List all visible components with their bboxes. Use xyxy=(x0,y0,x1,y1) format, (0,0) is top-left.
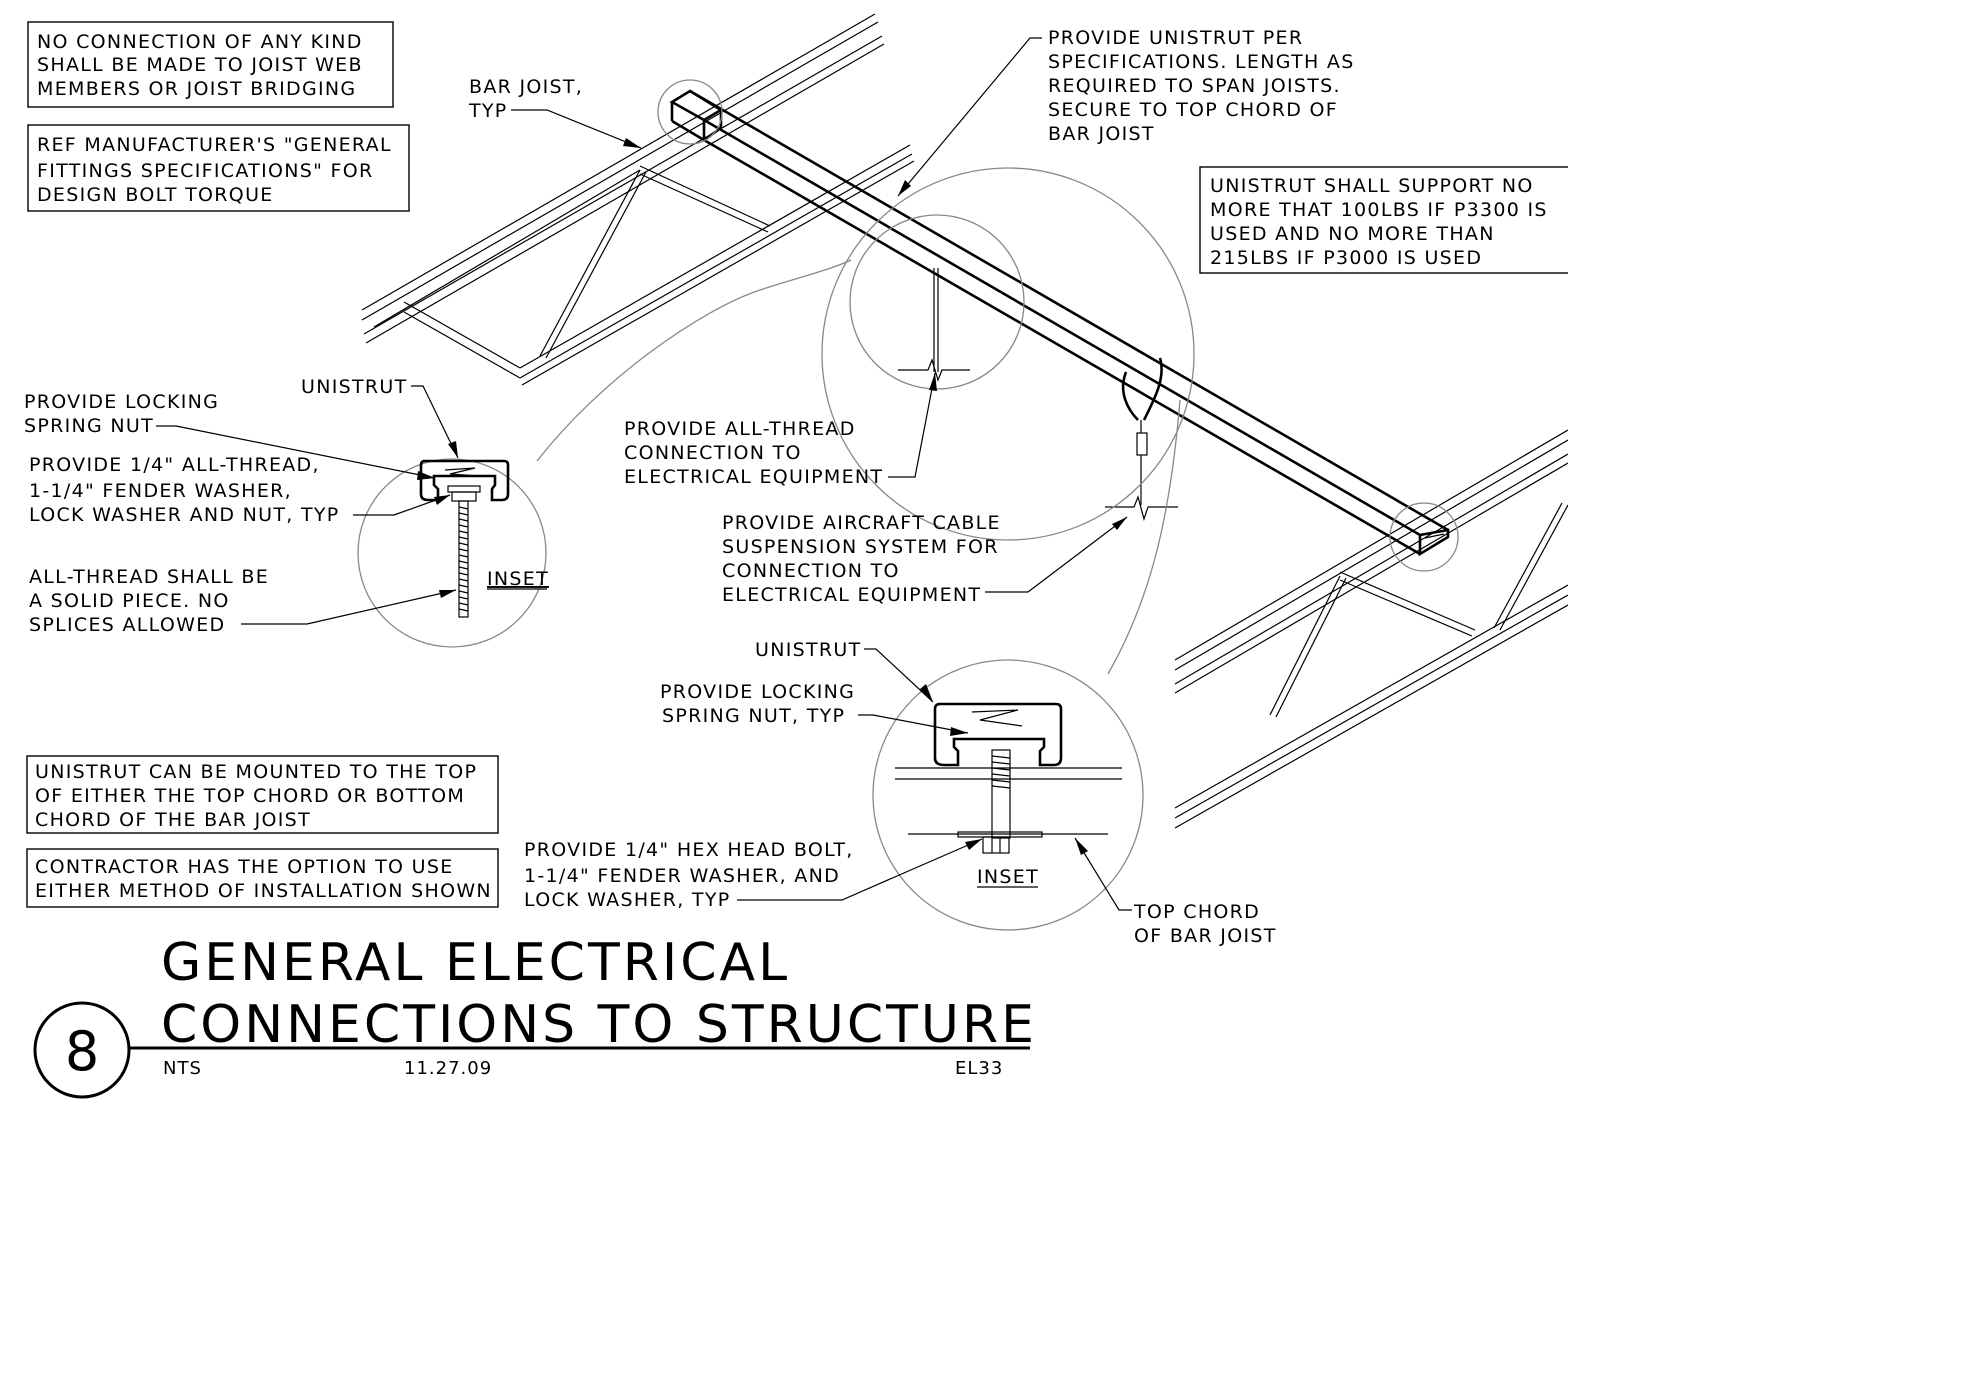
callout-spring-nut-right: PROVIDE LOCKING SPRING NUT, TYP xyxy=(660,681,855,727)
title-block: 8 GENERAL ELECTRICAL CONNECTIONS TO STRU… xyxy=(33,933,1037,1099)
callout-aircraft-cable: PROVIDE AIRCRAFT CABLE SUSPENSION SYSTEM… xyxy=(722,512,1001,606)
sheet-number: EL33 xyxy=(955,1058,1003,1079)
callout-line: PROVIDE AIRCRAFT CABLE xyxy=(722,512,1001,534)
callout-line: PROVIDE 1/4" HEX HEAD BOLT, xyxy=(524,839,854,861)
inset-label-left: INSET xyxy=(487,568,549,590)
leader-lines xyxy=(156,37,1132,911)
title-line-2: CONNECTIONS TO STRUCTURE xyxy=(161,995,1037,1055)
detail-drawing: NO CONNECTION OF ANY KIND SHALL BE MADE … xyxy=(24,13,1568,1099)
callout-line: SPECIFICATIONS. LENGTH AS xyxy=(1048,51,1355,73)
callout-line: SPLICES ALLOWED xyxy=(29,614,225,636)
callout-line: 1-1/4" FENDER WASHER, xyxy=(29,480,292,502)
note-line: REF MANUFACTURER'S "GENERAL xyxy=(37,134,392,156)
callout-line: 1-1/4" FENDER WASHER, AND xyxy=(524,865,840,887)
date-label: 11.27.09 xyxy=(404,1058,492,1079)
note-line: CONTRACTOR HAS THE OPTION TO USE xyxy=(35,856,454,878)
callout-line: SECURE TO TOP CHORD OF xyxy=(1048,99,1338,121)
inset-label-right: INSET xyxy=(977,866,1039,888)
note-unistrut-mounted: UNISTRUT CAN BE MOUNTED TO THE TOP OF EI… xyxy=(26,755,499,834)
callout-spring-nut-left: PROVIDE LOCKING SPRING NUT xyxy=(24,391,219,437)
callout-line: PROVIDE LOCKING xyxy=(660,681,855,703)
callout-bar-joist: BAR JOIST, TYP xyxy=(468,76,583,122)
note-line: USED AND NO MORE THAN xyxy=(1210,223,1495,245)
note-no-connection: NO CONNECTION OF ANY KIND SHALL BE MADE … xyxy=(27,21,394,108)
callout-hex-bolt: PROVIDE 1/4" HEX HEAD BOLT, 1-1/4" FENDE… xyxy=(524,839,854,911)
callout-all-thread-left: PROVIDE 1/4" ALL-THREAD, 1-1/4" FENDER W… xyxy=(29,454,340,526)
scale-label: NTS xyxy=(163,1058,202,1079)
title-line-1: GENERAL ELECTRICAL xyxy=(161,933,790,993)
callout-line: PROVIDE UNISTRUT PER xyxy=(1048,27,1303,49)
callout-line: REQUIRED TO SPAN JOISTS. xyxy=(1048,75,1341,97)
detail-circles xyxy=(357,79,1459,931)
note-line: NO CONNECTION OF ANY KIND xyxy=(37,31,363,53)
left-inset-detail xyxy=(419,459,510,618)
callout-line: A SOLID PIECE. NO xyxy=(29,590,230,612)
note-line: DESIGN BOLT TORQUE xyxy=(37,184,274,206)
callout-line: BAR JOIST, xyxy=(469,76,583,98)
callout-unistrut-left: UNISTRUT xyxy=(301,376,408,398)
callout-line: ALL-THREAD SHALL BE xyxy=(29,566,269,588)
callout-line: PROVIDE LOCKING xyxy=(24,391,219,413)
callout-all-thread-connection: PROVIDE ALL-THREAD CONNECTION TO ELECTRI… xyxy=(624,418,883,488)
upper-bar-joist xyxy=(361,13,915,386)
lower-bar-joist xyxy=(1174,429,1568,829)
note-contractor-option: CONTRACTOR HAS THE OPTION TO USE EITHER … xyxy=(26,848,499,908)
callout-provide-unistrut: PROVIDE UNISTRUT PER SPECIFICATIONS. LEN… xyxy=(1048,27,1355,145)
callout-line: BAR JOIST xyxy=(1048,123,1155,145)
detail-number: 8 xyxy=(65,1020,99,1083)
right-inset-detail xyxy=(895,702,1122,854)
note-line: OF EITHER THE TOP CHORD OR BOTTOM xyxy=(35,785,465,807)
callout-line: CONNECTION TO xyxy=(624,442,802,464)
note-line: UNISTRUT CAN BE MOUNTED TO THE TOP xyxy=(35,761,477,783)
note-line: MEMBERS OR JOIST BRIDGING xyxy=(37,78,356,100)
callout-all-thread-solid: ALL-THREAD SHALL BE A SOLID PIECE. NO SP… xyxy=(29,566,269,636)
note-line: CHORD OF THE BAR JOIST xyxy=(35,809,311,831)
note-line: MORE THAT 100LBS IF P3300 IS xyxy=(1210,199,1548,221)
note-line: EITHER METHOD OF INSTALLATION SHOWN xyxy=(35,880,492,902)
callout-line: ELECTRICAL EQUIPMENT xyxy=(624,466,883,488)
note-line: SHALL BE MADE TO JOIST WEB xyxy=(37,54,363,76)
note-ref-manufacturer: REF MANUFACTURER'S "GENERAL FITTINGS SPE… xyxy=(27,124,410,212)
callout-line: PROVIDE ALL-THREAD xyxy=(624,418,856,440)
callout-top-chord: TOP CHORD OF BAR JOIST xyxy=(1133,901,1277,947)
aircraft-cable-hanger xyxy=(1105,357,1178,522)
callout-line: PROVIDE 1/4" ALL-THREAD, xyxy=(29,454,320,476)
note-line: FITTINGS SPECIFICATIONS" FOR xyxy=(37,160,373,182)
callout-line: ELECTRICAL EQUIPMENT xyxy=(722,584,981,606)
all-thread-hanger xyxy=(898,268,970,382)
note-line: UNISTRUT SHALL SUPPORT NO xyxy=(1210,175,1534,197)
callout-line: SUSPENSION SYSTEM FOR xyxy=(722,536,999,558)
callout-line: SPRING NUT, TYP xyxy=(662,705,845,727)
callout-line: SPRING NUT xyxy=(24,415,154,437)
callout-line: LOCK WASHER, TYP xyxy=(524,889,730,911)
note-unistrut-support: UNISTRUT SHALL SUPPORT NO MORE THAT 100L… xyxy=(1199,166,1568,274)
callout-line: OF BAR JOIST xyxy=(1134,925,1277,947)
callout-line: LOCK WASHER AND NUT, TYP xyxy=(29,504,340,526)
callout-line: TYP xyxy=(468,100,508,122)
unistrut-channel xyxy=(669,89,1450,557)
note-line: 215LBS IF P3000 IS USED xyxy=(1210,247,1482,269)
callout-line: TOP CHORD xyxy=(1133,901,1260,923)
callout-line: CONNECTION TO xyxy=(722,560,900,582)
callout-unistrut-right: UNISTRUT xyxy=(755,639,862,661)
